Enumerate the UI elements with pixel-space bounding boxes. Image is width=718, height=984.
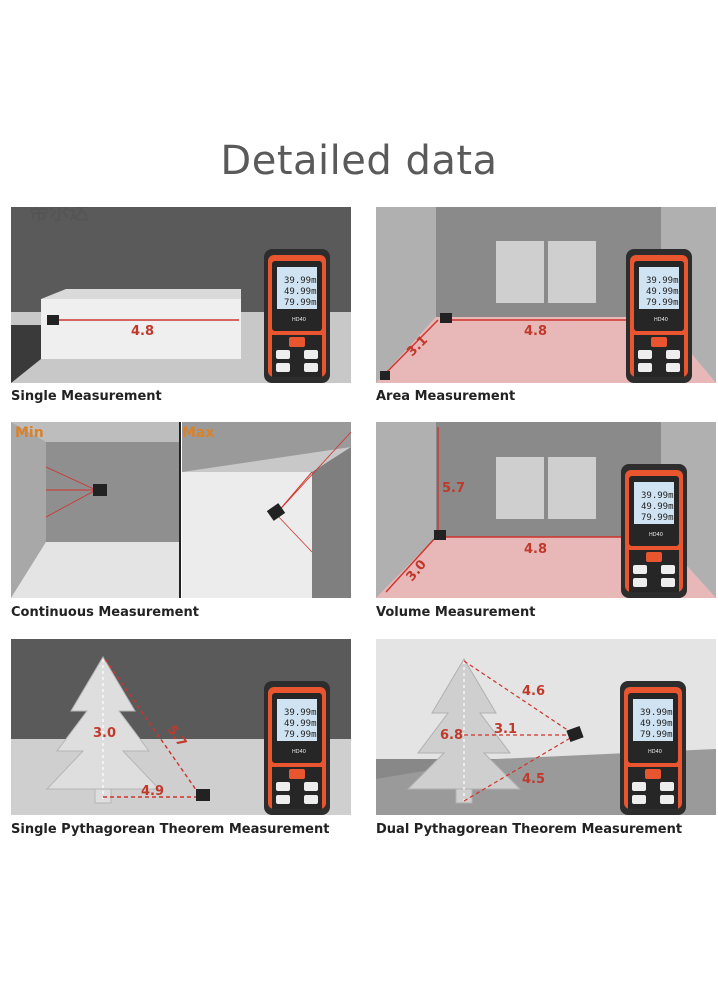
rangefinder-device-icon: 39.99m 49.99m 79.99m HD40 bbox=[264, 681, 330, 815]
caption-single-measurement: Single Measurement bbox=[11, 389, 162, 404]
panel-single-pythagorean: 3.0 5.7 4.9 39.99m 49.99m 79.99m HD40 bbox=[11, 639, 351, 815]
mid-label: 3.1 bbox=[494, 722, 517, 737]
svg-text:49.99m: 49.99m bbox=[284, 719, 317, 729]
length-label: 4.8 bbox=[524, 324, 547, 339]
caption-dual-pythagorean: Dual Pythagorean Theorem Measurement bbox=[376, 822, 683, 837]
watermark-text: 帝尔达 bbox=[29, 207, 89, 224]
laser-target-icon bbox=[47, 315, 59, 325]
svg-text:HD40: HD40 bbox=[649, 532, 663, 538]
svg-text:39.99m: 39.99m bbox=[646, 276, 679, 286]
panel-dual-pythagorean: 4.6 6.8 3.1 4.5 39.99m 49.99m 79.99m HD4… bbox=[376, 639, 716, 815]
svg-text:HD40: HD40 bbox=[648, 749, 662, 755]
measure-label: 4.8 bbox=[131, 324, 154, 339]
svg-text:HD40: HD40 bbox=[292, 749, 306, 755]
panel-area-measurement: 4.8 3.1 39.99m 49.99m 79.99m HD40 bbox=[376, 207, 716, 383]
svg-text:39.99m: 39.99m bbox=[640, 708, 673, 718]
svg-text:79.99m: 79.99m bbox=[284, 298, 317, 308]
top-label: 4.6 bbox=[522, 684, 545, 699]
base-label: 4.9 bbox=[141, 784, 164, 799]
min-label: Min bbox=[15, 425, 44, 441]
rangefinder-device-icon: 39.99m 49.99m 79.99m HD40 bbox=[264, 249, 330, 383]
rangefinder-device-icon: 39.99m 49.99m 79.99m HD40 bbox=[621, 464, 687, 598]
svg-text:49.99m: 49.99m bbox=[640, 719, 673, 729]
caption-single-pythagorean: Single Pythagorean Theorem Measurement bbox=[11, 822, 330, 837]
bottom-label: 4.5 bbox=[522, 772, 545, 787]
height-label: 3.0 bbox=[93, 726, 116, 741]
height-label: 6.8 bbox=[440, 728, 463, 743]
svg-text:79.99m: 79.99m bbox=[641, 513, 674, 523]
svg-text:79.99m: 79.99m bbox=[284, 730, 317, 740]
length-label: 4.8 bbox=[524, 542, 547, 557]
svg-text:HD40: HD40 bbox=[654, 317, 668, 323]
device-icon bbox=[93, 484, 107, 496]
rangefinder-device-icon: 39.99m 49.99m 79.99m HD40 bbox=[626, 249, 692, 383]
svg-text:49.99m: 49.99m bbox=[646, 287, 679, 297]
max-label: Max bbox=[182, 425, 214, 441]
device-icon bbox=[266, 503, 286, 521]
svg-text:39.99m: 39.99m bbox=[284, 708, 317, 718]
caption-area-measurement: Area Measurement bbox=[376, 389, 516, 404]
panel-volume-measurement: 5.7 4.8 3.0 39.99m 49.99m 79.99m HD40 bbox=[376, 422, 716, 598]
svg-text:79.99m: 79.99m bbox=[640, 730, 673, 740]
svg-text:49.99m: 49.99m bbox=[641, 502, 674, 512]
page-title: Detailed data bbox=[220, 138, 498, 184]
svg-text:49.99m: 49.99m bbox=[284, 287, 317, 297]
tree-icon bbox=[45, 656, 161, 804]
height-label: 5.7 bbox=[442, 481, 465, 496]
caption-continuous-measurement: Continuous Measurement bbox=[11, 605, 199, 620]
svg-text:79.99m: 79.99m bbox=[646, 298, 679, 308]
rangefinder-device-icon: 39.99m 49.99m 79.99m HD40 bbox=[620, 681, 686, 815]
caption-volume-measurement: Volume Measurement bbox=[376, 605, 536, 620]
panel-single-measurement: 帝尔达 4.8 39.99m 49.99m 79.99m HD40 bbox=[11, 207, 351, 383]
svg-text:39.99m: 39.99m bbox=[284, 276, 317, 286]
svg-text:HD40: HD40 bbox=[292, 317, 306, 323]
svg-text:39.99m: 39.99m bbox=[641, 491, 674, 501]
panel-continuous-measurement: Min Max bbox=[11, 422, 351, 598]
